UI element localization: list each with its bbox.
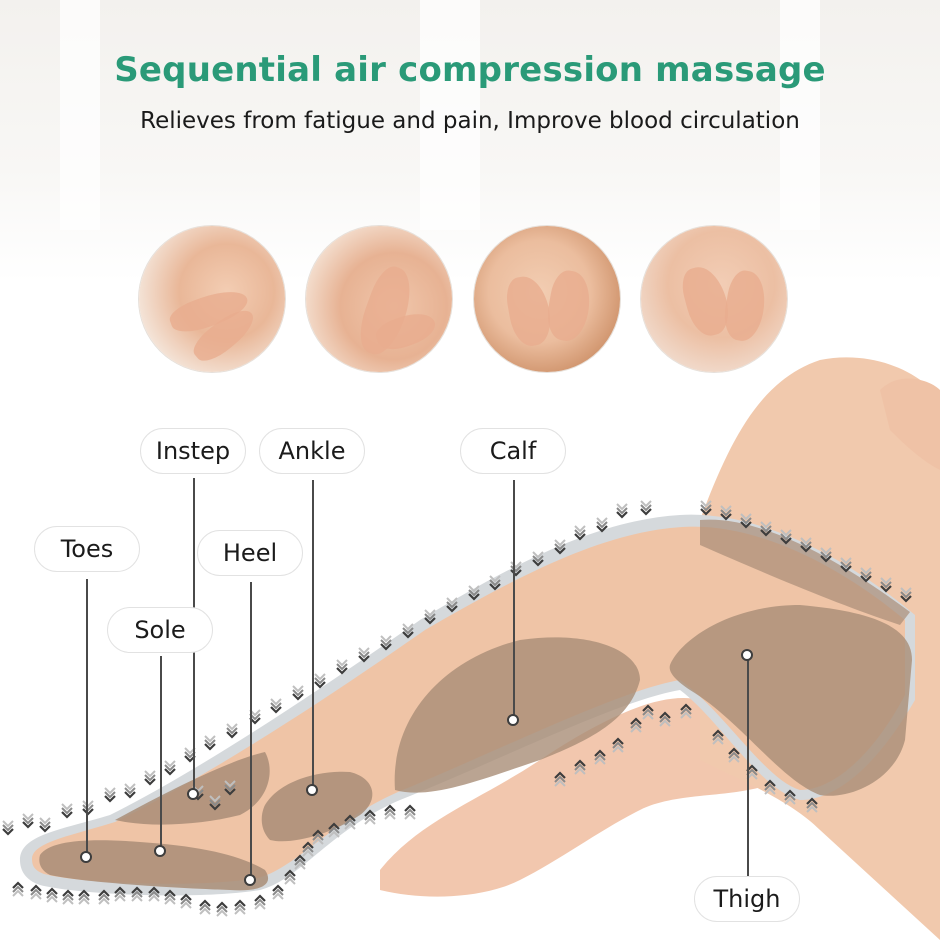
chamber-ankle xyxy=(261,771,373,842)
toes-leader-line xyxy=(86,579,88,854)
zone-label-heel: Heel xyxy=(197,530,303,576)
instep-anchor-dot xyxy=(187,788,199,800)
ankle-anchor-dot xyxy=(306,784,318,796)
zone-label-calf: Calf xyxy=(460,428,566,474)
zone-label-thigh: Thigh xyxy=(694,876,800,922)
thigh-leader-line xyxy=(747,655,749,880)
massage-photo-foot xyxy=(139,226,285,372)
background-stripe xyxy=(60,0,100,230)
massage-photo-thigh xyxy=(641,226,787,372)
zone-label-instep: Instep xyxy=(140,428,246,474)
thigh-anchor-dot xyxy=(741,649,753,661)
sole-anchor-dot xyxy=(154,845,166,857)
page-subtitle: Relieves from fatigue and pain, Improve … xyxy=(140,108,800,134)
ankle-leader-line xyxy=(312,480,314,790)
background-stripe xyxy=(420,0,480,230)
calf-anchor-dot xyxy=(507,714,519,726)
background-stripe xyxy=(780,0,820,230)
massage-photo-ankle xyxy=(306,226,452,372)
chamber-toes-sole xyxy=(39,840,269,891)
chamber-thigh xyxy=(669,605,912,796)
calf-leader-line xyxy=(513,480,515,720)
massage-photo-calf xyxy=(474,226,620,372)
sole-leader-line xyxy=(160,656,162,850)
zone-label-sole: Sole xyxy=(107,607,213,653)
heel-leader-line xyxy=(250,582,252,880)
toes-anchor-dot xyxy=(80,851,92,863)
zone-label-toes: Toes xyxy=(34,526,140,572)
heel-anchor-dot xyxy=(244,874,256,886)
zone-label-ankle: Ankle xyxy=(259,428,365,474)
page-title: Sequential air compression massage xyxy=(114,50,826,90)
